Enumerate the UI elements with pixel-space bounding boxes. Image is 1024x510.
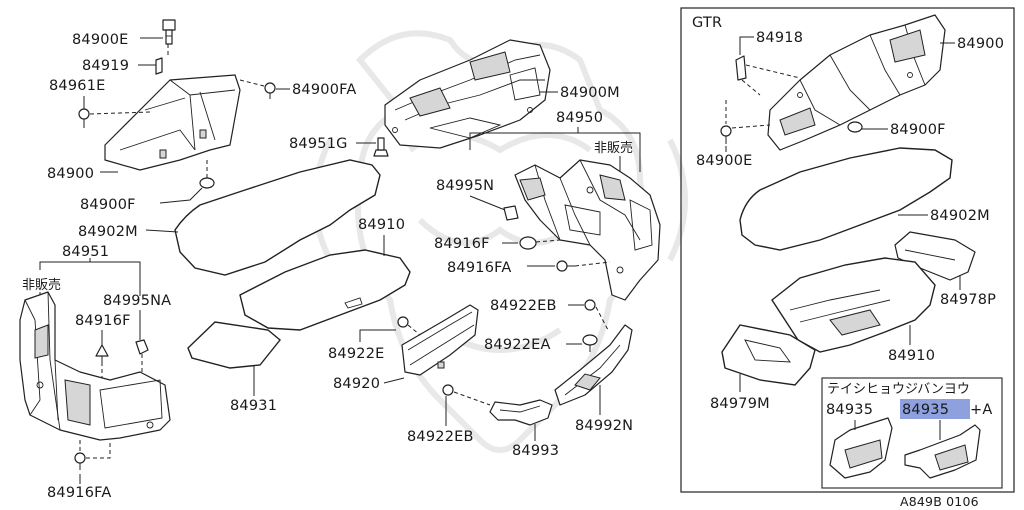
gtr-display-board-subbox: テイシヒョウジバンヨウ 84935 84935 +A	[821, 377, 1003, 489]
label-84950: 84950	[556, 110, 603, 126]
clip-84922ea	[582, 334, 598, 352]
clip-84916fa-left	[74, 452, 86, 470]
label-84922eb-bot: 84922EB	[407, 429, 474, 445]
gtr-label-84902m: 84902M	[930, 208, 990, 224]
screw-84961e	[78, 108, 90, 128]
label-84922e: 84922E	[328, 346, 385, 362]
gtr-label-84978p: 84978P	[940, 292, 996, 308]
clip-84922eb-bot	[442, 384, 454, 396]
label-84931: 84931	[230, 398, 277, 414]
spare-mat-84931	[187, 321, 281, 369]
trunk-floor-carpet-84902m	[174, 159, 381, 276]
trunk-trim-84920	[401, 304, 479, 376]
label-84961e: 84961E	[49, 78, 106, 94]
label-84995na: 84995NA	[103, 293, 171, 309]
figure-code: A849B 0106	[900, 494, 979, 509]
gtr-title: GTR	[692, 15, 722, 31]
display-board-part-84935a	[904, 424, 981, 479]
gtr-label-84900: 84900	[957, 36, 1004, 52]
label-84900: 84900	[47, 166, 94, 182]
label-84993: 84993	[512, 443, 559, 459]
subbox-label-plus-a: +A	[970, 402, 992, 418]
gtr-frame	[680, 7, 1015, 493]
label-84916fa-mid: 84916FA	[447, 260, 511, 276]
trunk-trim-84992n	[554, 324, 633, 406]
subbox-frame	[821, 377, 1003, 489]
label-84900m: 84900M	[560, 85, 620, 101]
label-84992n: 84992N	[575, 418, 633, 434]
label-84951g: 84951G	[289, 136, 348, 152]
label-84900e: 84900E	[72, 32, 129, 48]
highlight-84935a	[900, 399, 970, 419]
display-board-part-84935	[829, 417, 893, 479]
clip-84951g	[373, 137, 389, 157]
clip-84900fa	[264, 82, 276, 99]
clip-84900f-left	[199, 177, 215, 189]
clip-84916fa-mid	[556, 260, 575, 272]
label-84916f-mid: 84916F	[434, 236, 490, 252]
trunk-trim-84993	[489, 399, 553, 426]
rear-panel-finisher-84900m	[384, 39, 551, 149]
trunk-floor-board-84910	[239, 249, 411, 331]
label-84995n: 84995N	[436, 178, 494, 194]
trunk-side-box-84950	[514, 159, 661, 301]
gtr-label-84900e: 84900E	[696, 153, 753, 169]
label-84900fa: 84900FA	[292, 82, 356, 98]
label-84951: 84951	[62, 244, 109, 260]
bracket-84919	[155, 57, 163, 75]
subbox-label-84935: 84935	[826, 402, 873, 418]
clip-84922eb-top	[584, 299, 596, 311]
label-84916fa-left: 84916FA	[47, 485, 111, 501]
clip-84995n	[503, 205, 519, 221]
gtr-trunk-side-trim-84900	[767, 14, 946, 151]
gtr-label-84900f: 84900F	[890, 122, 946, 138]
label-not-for-sale-left: 非販売	[22, 277, 61, 293]
label-84919: 84919	[82, 58, 129, 74]
label-84922eb-top: 84922EB	[490, 298, 557, 314]
subbox-title: テイシヒョウジバンヨウ	[827, 382, 970, 397]
label-not-for-sale-mid: 非販売	[594, 140, 633, 156]
bracket-84918	[735, 55, 747, 81]
clip-84995na	[135, 339, 149, 355]
gtr-label-84910: 84910	[888, 348, 935, 364]
gtr-clip-84900e	[720, 125, 732, 144]
label-84900f-left: 84900F	[80, 197, 136, 213]
label-84910-left: 84910	[358, 217, 405, 233]
subbox-label-84935-hl: 84935	[902, 402, 949, 418]
label-84916f-left: 84916F	[75, 313, 131, 329]
gtr-section: GTR 84918 84900 84900F	[680, 7, 1015, 493]
label-84902m: 84902M	[78, 224, 138, 240]
clip-84900e	[162, 19, 176, 45]
gtr-label-84979m: 84979M	[710, 396, 770, 412]
clip-84916f-left	[95, 344, 109, 362]
trunk-side-box-84951	[19, 291, 171, 441]
gtr-mat-84979m	[721, 324, 816, 386]
trunk-side-trim-84900	[104, 74, 241, 171]
clip-84916f-mid	[519, 236, 537, 250]
gtr-label-84918: 84918	[756, 30, 803, 46]
gtr-clip-84900f	[847, 121, 863, 133]
label-84922ea: 84922EA	[484, 337, 551, 353]
gtr-trunk-floor-carpet-84902m	[739, 147, 953, 251]
label-84920: 84920	[333, 376, 380, 392]
gtr-trunk-floor-board-84910	[771, 257, 936, 353]
clip-84922e	[397, 316, 409, 328]
